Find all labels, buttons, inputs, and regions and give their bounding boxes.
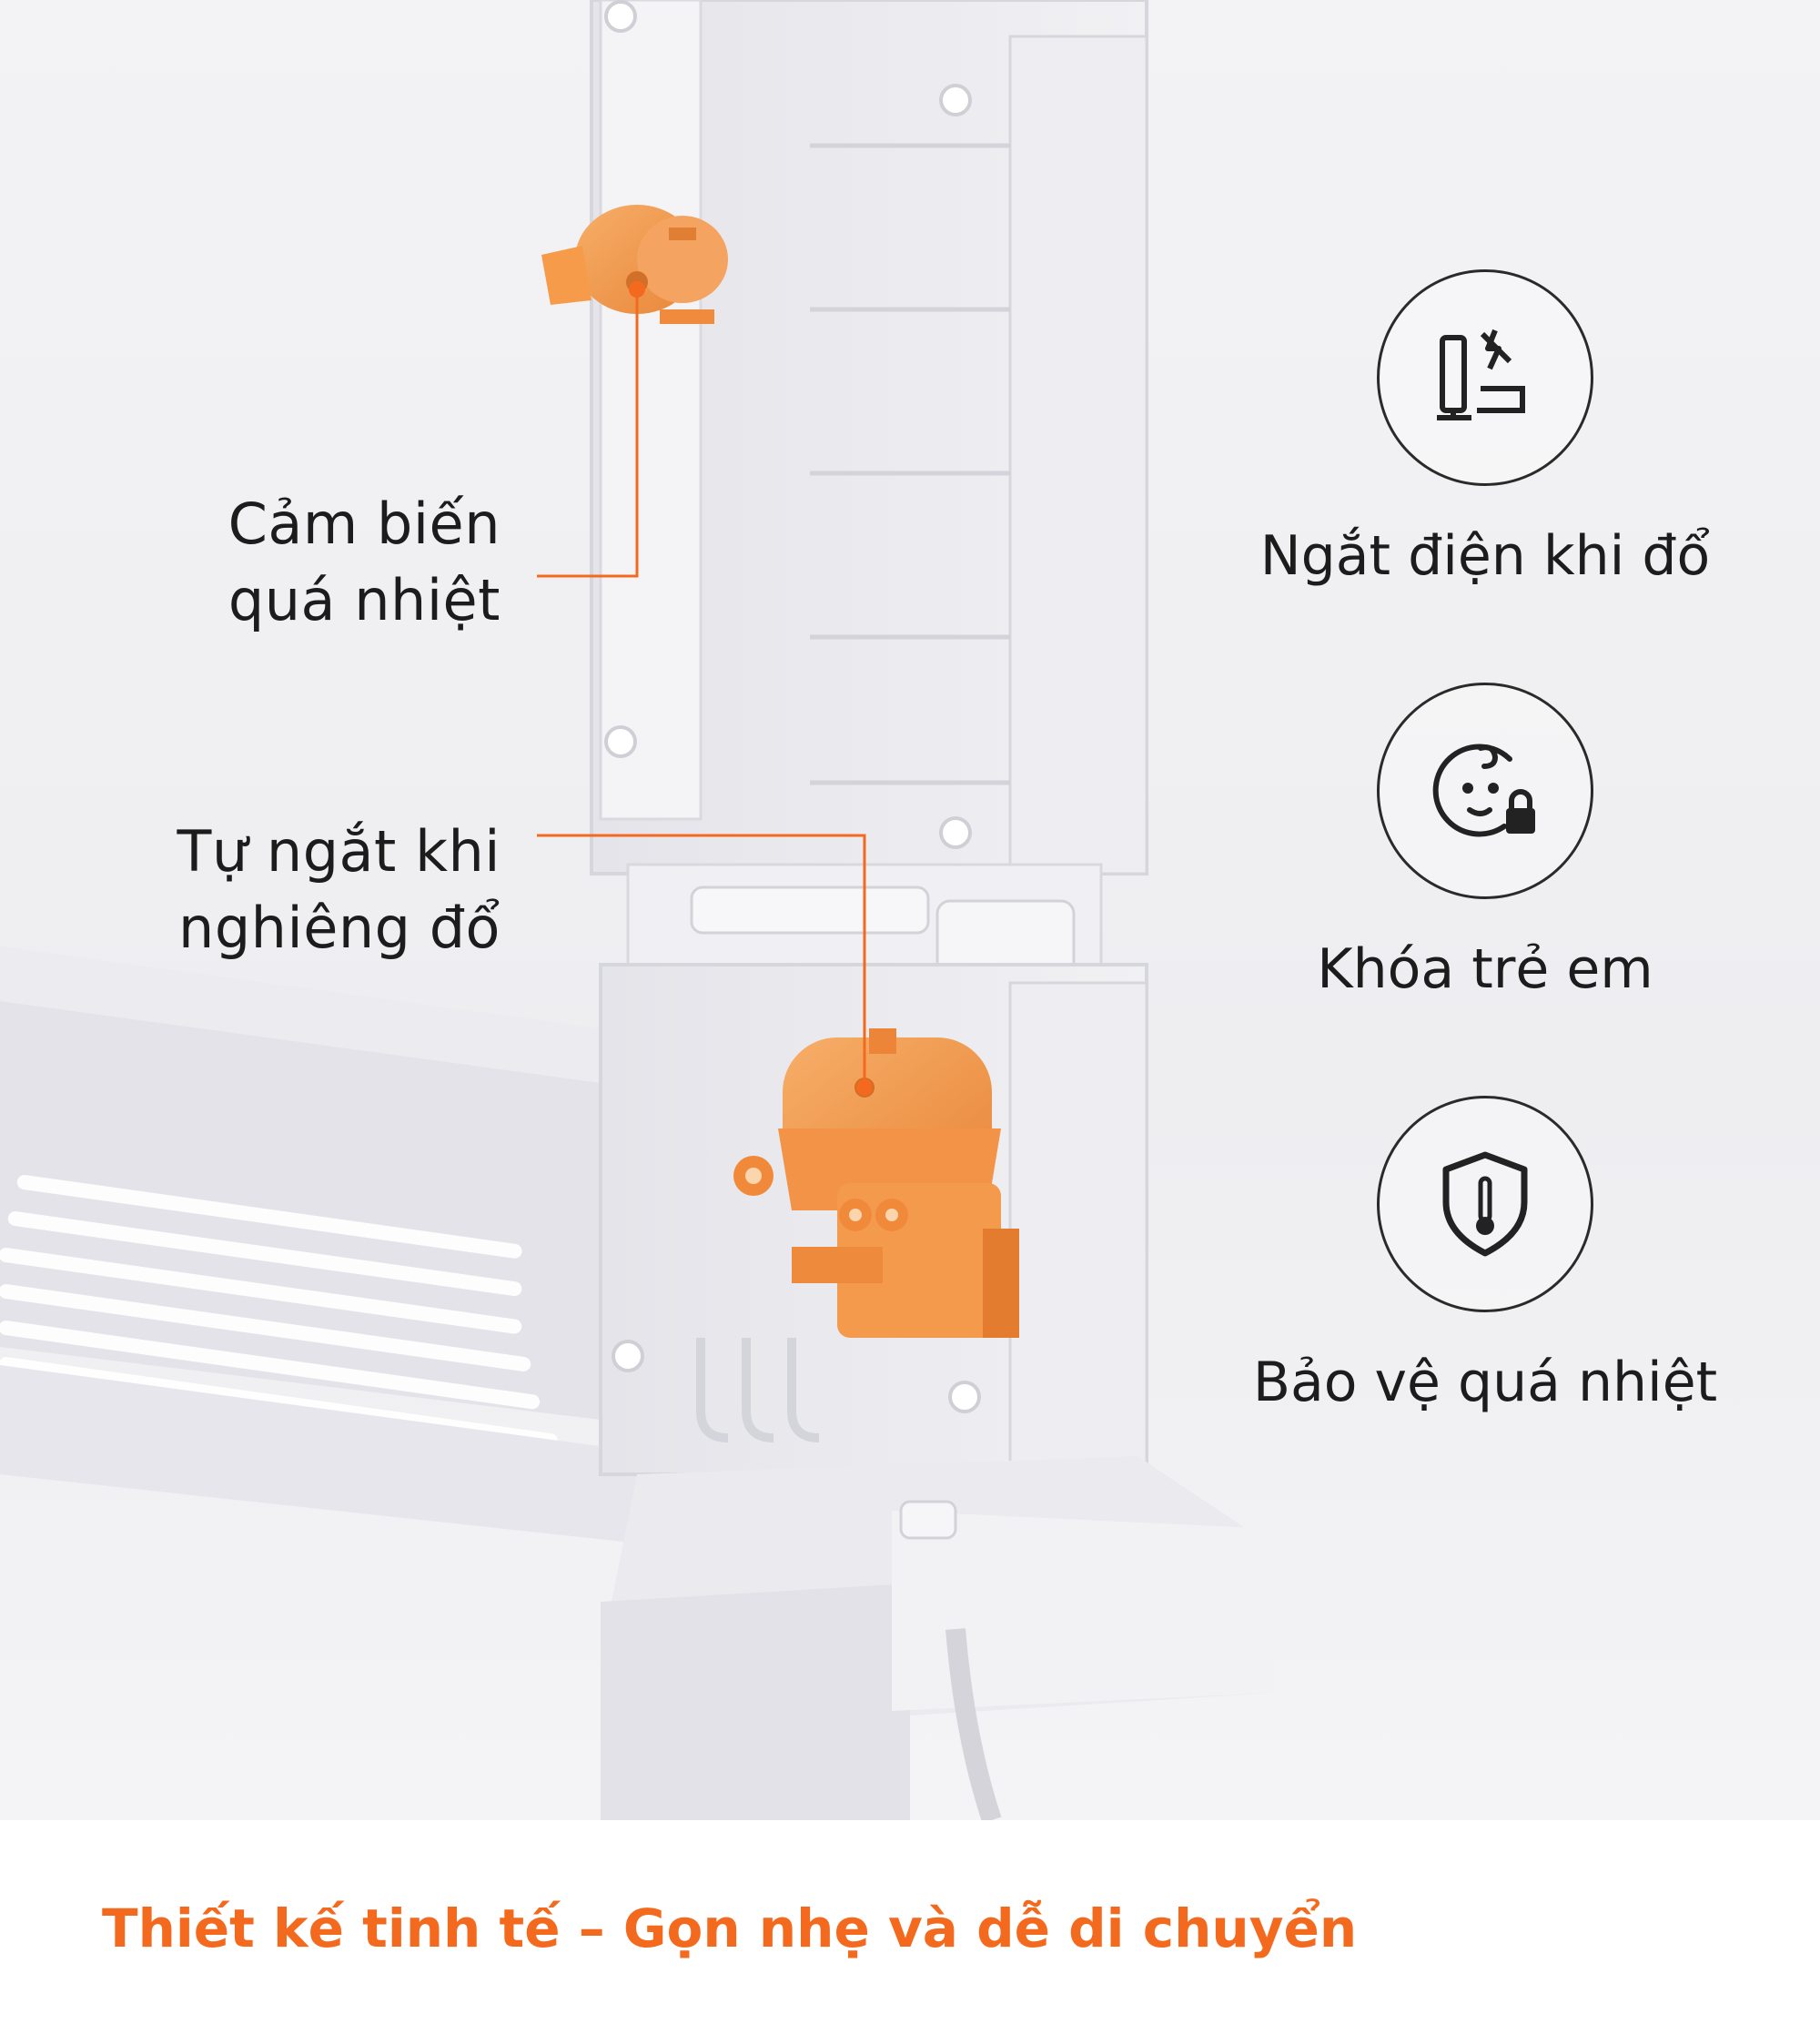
footer-title: Thiết kế tinh tế – Gọn nhẹ và dễ di chuy… — [102, 1898, 1358, 1959]
callout-leader-lines — [537, 289, 866, 1088]
feature-label: Ngắt điện khi đổ — [1259, 524, 1711, 588]
child-lock-icon — [1432, 744, 1535, 837]
callout-line: Tự ngắt khi — [177, 818, 500, 885]
feature-label: Khóa trẻ em — [1317, 937, 1653, 1001]
callout-tilt-cutoff: Tự ngắt khi nghiêng đổ — [177, 814, 500, 966]
callout-line: quá nhiệt — [228, 567, 500, 633]
overheat-shield-icon — [1442, 1151, 1528, 1257]
callout-overheat-sensor: Cảm biến quá nhiệt — [228, 486, 500, 639]
feature-ring — [1377, 269, 1593, 486]
feature-tip-over-cutoff: Ngắt điện khi đổ — [1203, 269, 1767, 588]
callout-line: nghiêng đổ — [178, 895, 500, 961]
feature-label: Bảo vệ quá nhiệt — [1252, 1351, 1718, 1414]
tilt-switch-component — [733, 1028, 1019, 1338]
heater-internal-illustration — [0, 0, 1274, 1820]
overheat-sensor-component — [541, 205, 728, 324]
feature-overheat-protection: Bảo vệ quá nhiệt — [1203, 1096, 1767, 1414]
callout-line: Cảm biến — [228, 491, 500, 557]
feature-ring — [1377, 683, 1593, 899]
feature-child-lock: Khóa trẻ em — [1203, 683, 1767, 1001]
feature-ring — [1377, 1096, 1593, 1312]
tip-over-cutoff-icon — [1437, 329, 1525, 420]
